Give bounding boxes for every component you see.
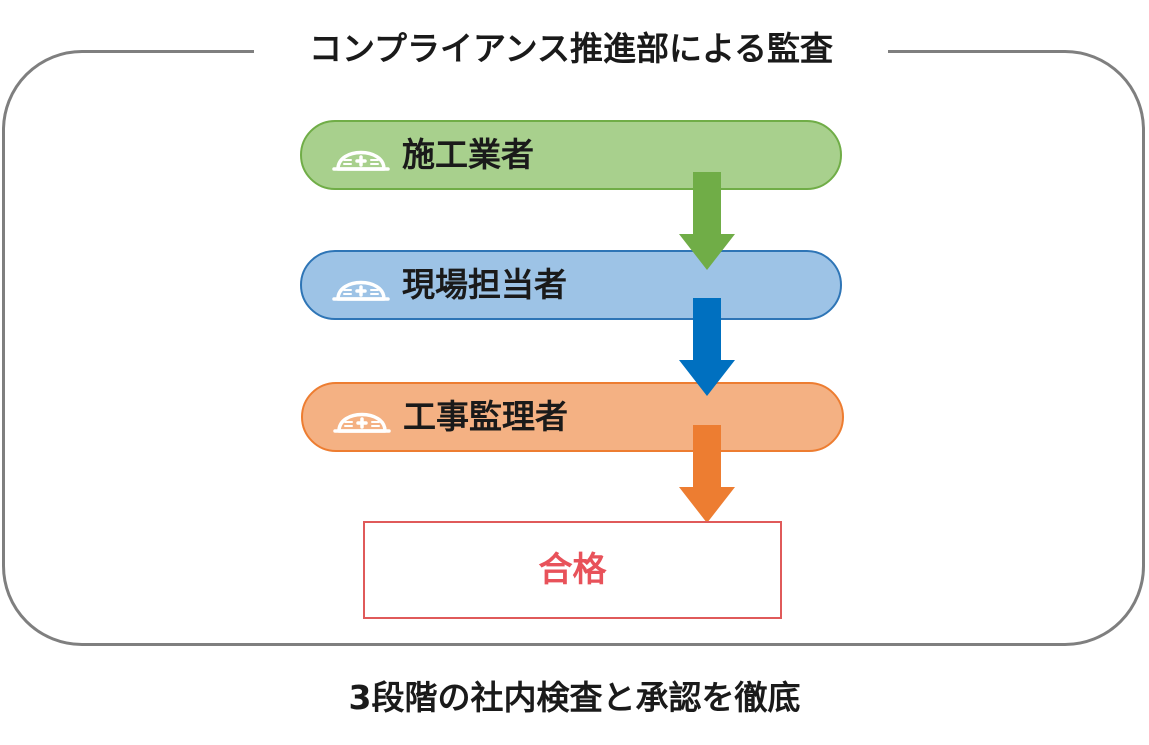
step-supervisor: 工事監理者 <box>301 382 844 452</box>
arrow-shape <box>679 425 735 523</box>
helmet-icon <box>332 150 390 171</box>
step-label: 現場担当者 <box>402 265 567 304</box>
arrow-shape <box>679 172 735 270</box>
frame-title: コンプライアンス推進部による監査 <box>254 26 888 72</box>
step-label: 工事監理者 <box>403 397 568 436</box>
step-site-manager: 現場担当者 <box>300 250 842 320</box>
down-arrow-icon <box>679 298 735 396</box>
step-label: 施工業者 <box>402 135 534 174</box>
helmet-icon <box>333 412 391 433</box>
result-label: 合格 <box>538 550 607 590</box>
step-contractor: 施工業者 <box>300 120 842 190</box>
result-box: 合格 <box>363 521 782 619</box>
down-arrow-icon <box>679 172 735 270</box>
down-arrow-icon <box>679 425 735 523</box>
caption: 3段階の社内検査と承認を徹底 <box>348 678 801 717</box>
arrow-shape <box>679 298 735 396</box>
helmet-icon <box>332 280 390 301</box>
